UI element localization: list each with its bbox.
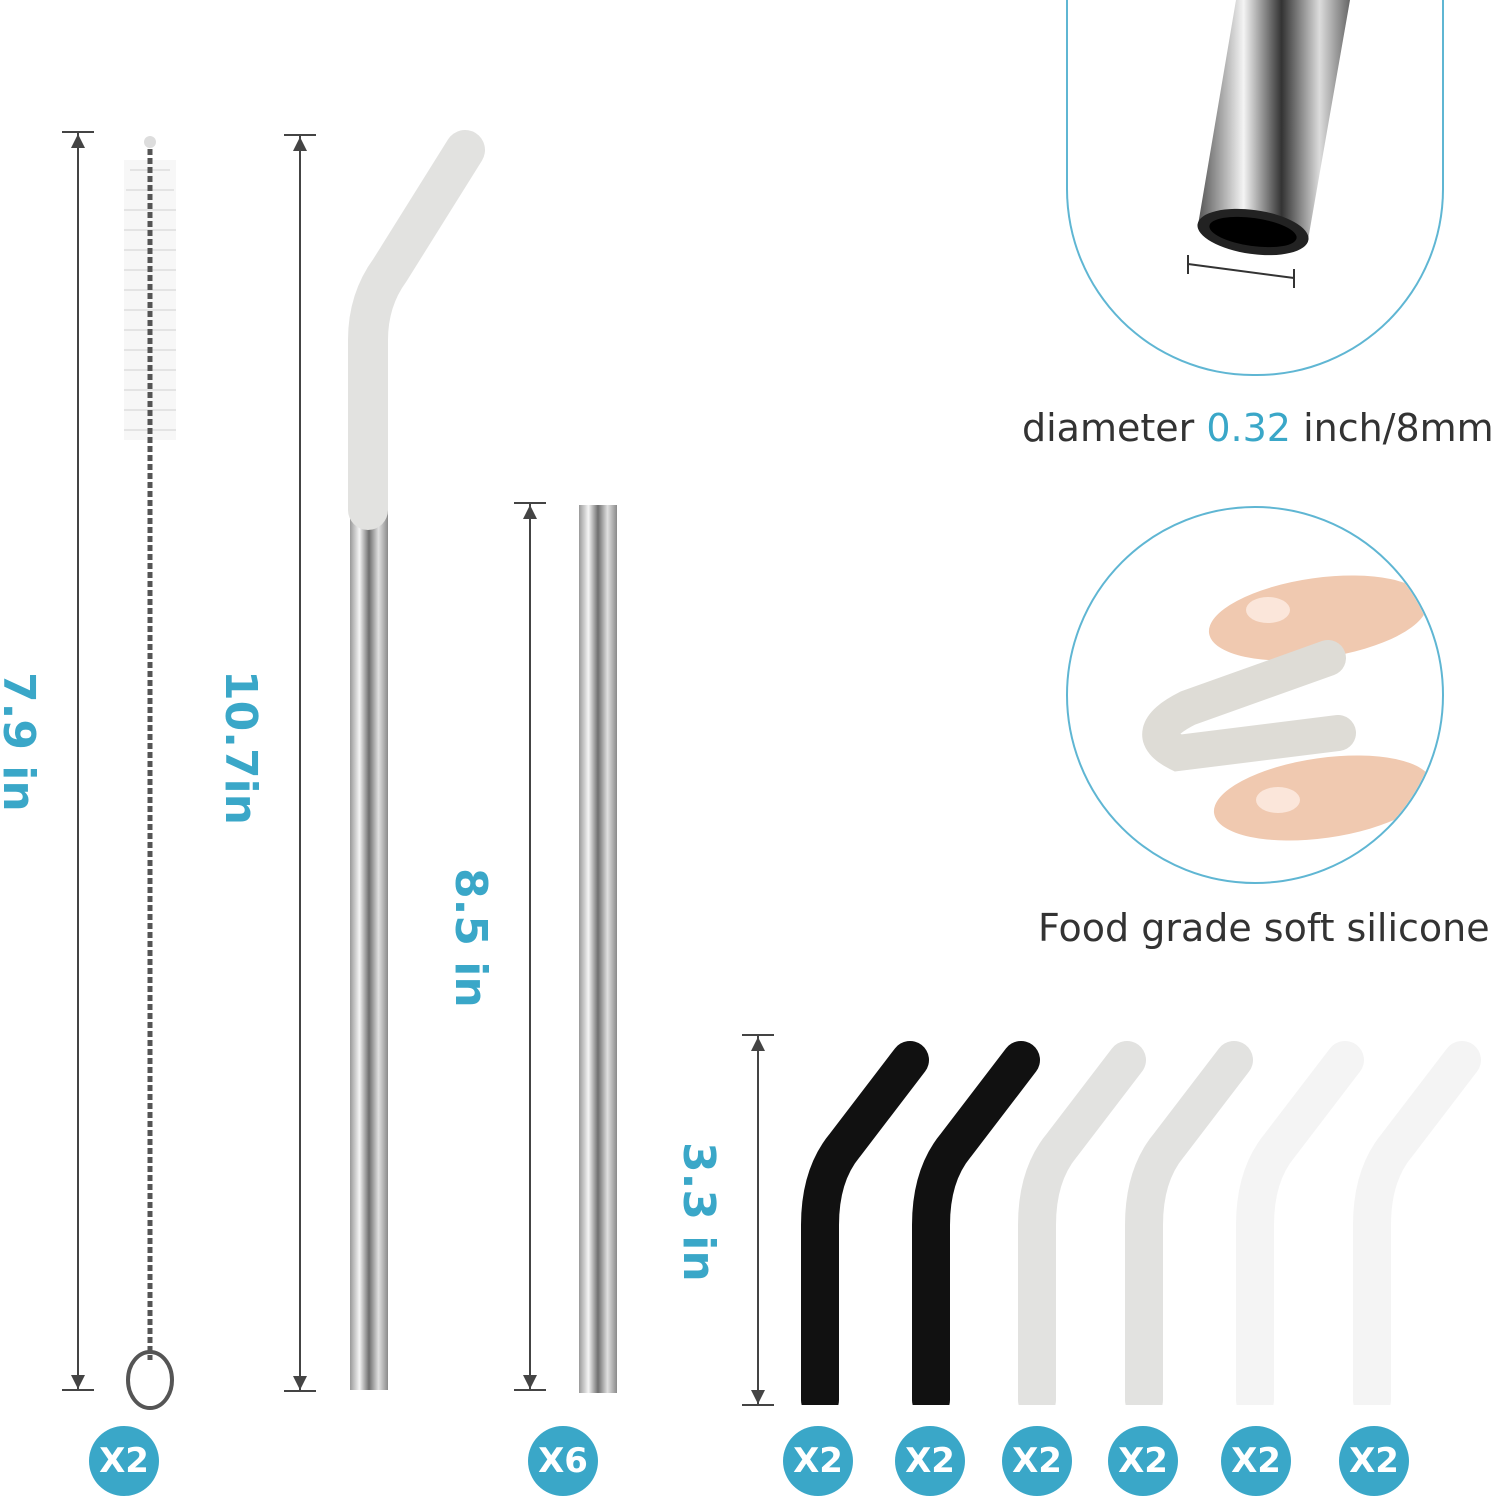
brush-length-label: 7.9 in — [0, 672, 44, 812]
silicone-tip-icon — [801, 1041, 929, 1405]
bent-straw-dimension-line — [299, 135, 301, 1391]
brush-dim-tick-top — [62, 131, 94, 133]
straw-quantity-badge: X6 — [528, 1426, 598, 1496]
tip-length-label: 3.3 in — [673, 1142, 724, 1282]
tip-dim-tick-bottom — [742, 1404, 774, 1406]
silicone-tips-row — [801, 1041, 1481, 1405]
brush-quantity-badge: X2 — [89, 1426, 159, 1496]
straight-dim-tick-top — [514, 502, 546, 504]
tip-quantity-badge: X2 — [1002, 1426, 1072, 1496]
tip-quantity-badge: X2 — [1339, 1426, 1409, 1496]
tip-quantity-badge: X2 — [783, 1426, 853, 1496]
straight-straw-length-label: 8.5 in — [445, 868, 496, 1008]
tip-quantity-badge: X2 — [1108, 1426, 1178, 1496]
cleaning-brush-icon — [124, 136, 176, 1410]
silicone-tip-pinch-icon — [1142, 575, 1433, 841]
tip-quantity-badge: X2 — [1221, 1426, 1291, 1496]
silicone-tip-icon — [1353, 1041, 1481, 1405]
silicone-tip-icon — [1125, 1041, 1253, 1405]
tip-dim-arrow-down — [751, 1390, 765, 1404]
diameter-caption-prefix: diameter — [1022, 406, 1195, 450]
straight-dim-tick-bottom — [514, 1389, 546, 1391]
bent-dim-tick-top — [284, 134, 316, 136]
brush-dim-arrow-down — [71, 1375, 85, 1389]
bent-dim-tick-bottom — [284, 1390, 316, 1392]
bent-dim-arrow-down — [293, 1376, 307, 1390]
silicone-detail-circle — [1066, 506, 1444, 884]
straight-dim-arrow-up — [523, 505, 537, 519]
bent-straw-length-label: 10.7in — [215, 670, 266, 825]
silicone-tip-icon — [912, 1041, 1040, 1405]
diameter-caption: diameter 0.32 inch/8mm — [1022, 406, 1492, 450]
straight-straw-icon — [579, 505, 617, 1393]
tip-dim-tick-top — [742, 1034, 774, 1036]
straight-straw-dimension-line — [529, 503, 531, 1390]
tip-dimension-line — [757, 1035, 759, 1405]
diameter-detail-circle — [1066, 0, 1444, 376]
brush-dimension-line — [77, 132, 79, 1390]
diameter-caption-suffix: inch/8mm — [1303, 406, 1492, 450]
silicone-tip-icon — [1236, 1041, 1364, 1405]
diameter-value: 0.32 — [1206, 406, 1291, 450]
silicone-caption: Food grade soft silicone — [1038, 906, 1490, 950]
silicone-tip-icon — [1018, 1041, 1146, 1405]
straw-end-icon — [1187, 0, 1350, 288]
tip-quantity-badge: X2 — [895, 1426, 965, 1496]
bent-straw-icon — [348, 130, 485, 1390]
straight-dim-arrow-down — [523, 1375, 537, 1389]
bent-dim-arrow-up — [293, 137, 307, 151]
tip-dim-arrow-up — [751, 1037, 765, 1051]
brush-dim-arrow-up — [71, 134, 85, 148]
brush-dim-tick-bottom — [62, 1389, 94, 1391]
